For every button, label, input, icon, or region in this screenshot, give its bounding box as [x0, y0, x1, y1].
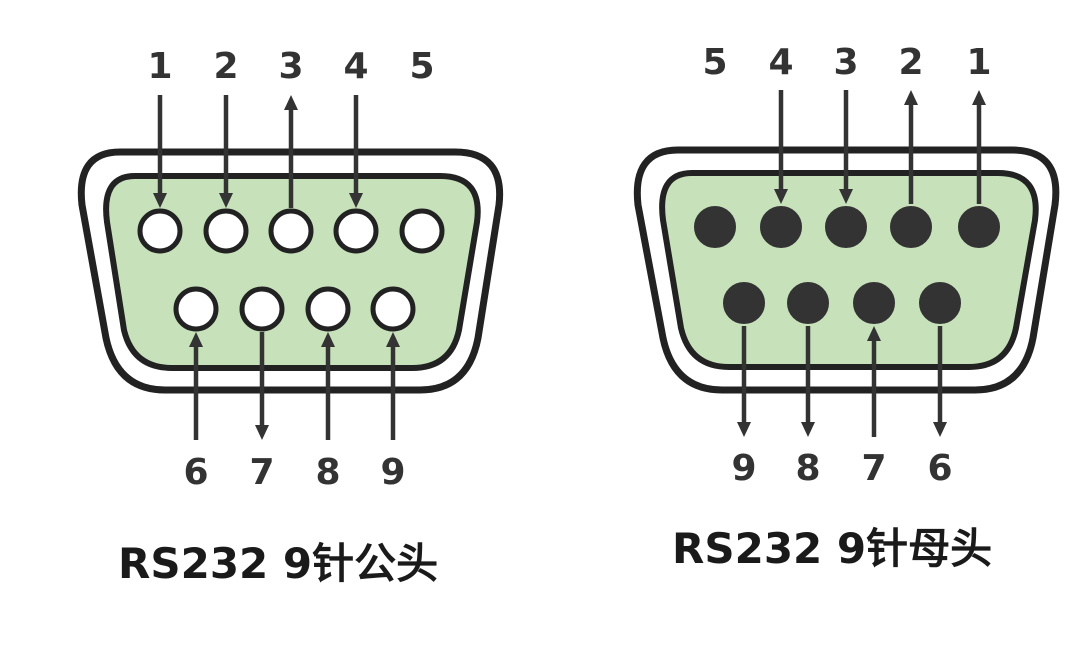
male-pin-7 [239, 286, 285, 332]
male-pin-label-7: 7 [249, 452, 274, 493]
female-pin-4 [760, 206, 802, 248]
male-pin-4 [333, 208, 379, 254]
female-pin-label-8: 8 [795, 448, 820, 489]
female-pins [694, 206, 1000, 324]
male-pin-3-arrow [284, 95, 298, 208]
male-pin-label-9: 9 [380, 452, 405, 493]
female-pin-3-arrow [839, 90, 853, 204]
male-pin-label-4: 4 [343, 46, 368, 87]
female-pin-label-9: 9 [731, 448, 756, 489]
male-pin-2-arrow [219, 95, 233, 208]
female-arrows [737, 90, 986, 437]
male-pin-8 [305, 286, 351, 332]
female-pin-6 [919, 282, 961, 324]
male-pin-9 [370, 286, 416, 332]
male-pin-5 [399, 208, 445, 254]
male-connector-caption: RS232 9针公头 [118, 539, 438, 588]
male-arrows [153, 95, 400, 440]
male-pin-label-5: 5 [409, 46, 434, 87]
female-connector-caption: RS232 9针母头 [672, 524, 992, 573]
male-pin-2 [203, 208, 249, 254]
male-pins [137, 208, 445, 332]
female-pin-1 [958, 206, 1000, 248]
female-pin-8 [787, 282, 829, 324]
male-pin-8-arrow [321, 332, 335, 440]
female-pin-7-arrow [867, 326, 881, 437]
female-pin-2-arrow [904, 90, 918, 204]
male-pin-4-arrow [349, 95, 363, 208]
female-pin-label-4: 4 [768, 42, 793, 83]
male-pin-label-8: 8 [315, 452, 340, 493]
female-pin-1-arrow [972, 90, 986, 204]
male-pin-6-arrow [189, 332, 203, 440]
female-pin-label-2: 2 [898, 42, 923, 83]
female-pin-9-arrow [737, 326, 751, 437]
female-pin-3 [825, 206, 867, 248]
female-pin-label-7: 7 [861, 448, 886, 489]
female-pin-9 [723, 282, 765, 324]
female-pin-label-6: 6 [927, 448, 952, 489]
male-pin-3 [268, 208, 314, 254]
male-pin-label-6: 6 [183, 452, 208, 493]
male-pin-label-3: 3 [278, 46, 303, 87]
male-pin-label-1: 1 [147, 46, 172, 87]
male-pin-9-arrow [386, 332, 400, 440]
female-pin-label-1: 1 [966, 42, 991, 83]
male-pin-6 [173, 286, 219, 332]
female-pin-label-3: 3 [833, 42, 858, 83]
male-pin-label-2: 2 [213, 46, 238, 87]
female-pin-4-arrow [774, 90, 788, 204]
male-pin-1 [137, 208, 183, 254]
female-pin-7 [853, 282, 895, 324]
male-pin-1-arrow [153, 95, 167, 208]
female-pin-5 [694, 206, 736, 248]
female-pin-2 [890, 206, 932, 248]
female-pin-label-5: 5 [702, 42, 727, 83]
female-pin-6-arrow [933, 326, 947, 437]
male-pin-7-arrow [255, 332, 269, 440]
female-pin-8-arrow [801, 326, 815, 437]
